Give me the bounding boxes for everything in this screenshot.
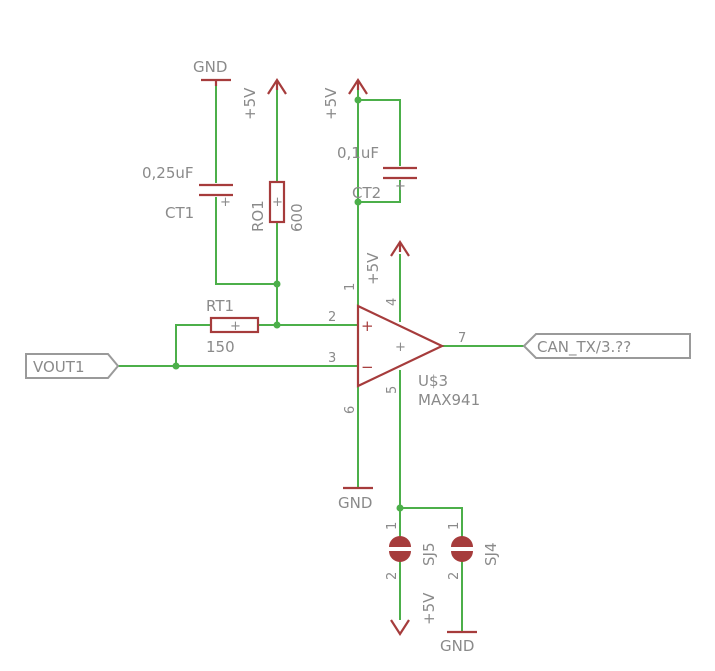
solder-jumper-sj4: 1 2 SJ4	[447, 522, 500, 580]
vcc-label: +5V	[241, 87, 259, 120]
gnd-symbol-pin6: GND	[338, 486, 373, 512]
junction-dot	[354, 198, 362, 206]
junction-dot	[354, 96, 362, 104]
pin-number: 6	[343, 406, 358, 414]
ct2-value: 0,1uF	[337, 144, 379, 162]
polarity-mark: +	[220, 195, 231, 210]
vcc-arrow-sj5: +5V	[390, 592, 438, 637]
polarity-mark: +	[272, 195, 283, 210]
pin-number: 2	[328, 310, 336, 325]
output-polarity-mark: +	[395, 340, 406, 355]
vcc-arrow-ro1: +5V	[241, 77, 287, 120]
rt1-value: 150	[206, 338, 235, 356]
ct1-name: CT1	[165, 204, 194, 222]
gnd-symbol-top: GND	[193, 58, 231, 86]
pin-number: 2	[385, 572, 400, 580]
gnd-label: GND	[193, 58, 227, 76]
comparator-u3: + − + U$3 MAX941 1 2 3 4 5 6 7	[328, 283, 480, 414]
vcc-arrow-pin4: +5V	[364, 239, 410, 285]
sj4-name: SJ4	[482, 543, 500, 567]
junction-dot	[396, 504, 404, 512]
junctions	[172, 96, 404, 512]
pin-number: 5	[385, 386, 400, 394]
net-label-vout1: VOUT1	[25, 353, 120, 379]
ro1-value: 600	[288, 203, 306, 232]
capacitor-ct1: + 0,25uF CT1	[142, 164, 233, 222]
ct2-name: CT2	[352, 184, 381, 202]
pin-number: 1	[385, 522, 400, 530]
junction-dot	[172, 362, 180, 370]
ct1-value: 0,25uF	[142, 164, 194, 182]
u3-name: U$3	[418, 372, 448, 390]
pin-number: 1	[343, 283, 358, 291]
sj5-name: SJ5	[420, 543, 438, 567]
pin-number: 4	[385, 298, 400, 306]
junction-dot	[273, 321, 281, 329]
solder-jumper-sj5: 1 2 SJ5	[385, 522, 438, 580]
polarity-mark: +	[230, 319, 241, 334]
wires	[118, 84, 524, 632]
vcc-label: +5V	[322, 87, 340, 120]
gnd-symbol-sj4: GND	[440, 630, 477, 655]
pin-number: 7	[458, 331, 466, 346]
resistor-rt1: + RT1 150	[206, 297, 260, 356]
gnd-label: GND	[440, 637, 474, 655]
input-minus-mark: −	[361, 358, 374, 376]
input-plus-mark: +	[361, 317, 374, 335]
junction-dot	[273, 280, 281, 288]
polarity-mark: +	[395, 179, 406, 194]
resistor-ro1: + RO1 600	[249, 180, 306, 232]
gnd-label: GND	[338, 494, 372, 512]
can-tx-text: CAN_TX/3.??	[537, 338, 631, 357]
vcc-arrow-ct2: +5V	[322, 77, 368, 120]
ro1-name: RO1	[249, 200, 267, 232]
pin-number: 2	[447, 572, 462, 580]
net-label-can-tx: CAN_TX/3.??	[522, 333, 691, 359]
u3-value: MAX941	[418, 391, 480, 409]
vout1-text: VOUT1	[33, 358, 85, 376]
pin-number: 3	[328, 351, 336, 366]
pin-number: 1	[447, 522, 462, 530]
capacitor-ct2: + 0,1uF CT2	[337, 144, 417, 202]
vcc-label: +5V	[420, 592, 438, 625]
rt1-name: RT1	[206, 297, 234, 315]
vcc-label: +5V	[364, 252, 382, 285]
